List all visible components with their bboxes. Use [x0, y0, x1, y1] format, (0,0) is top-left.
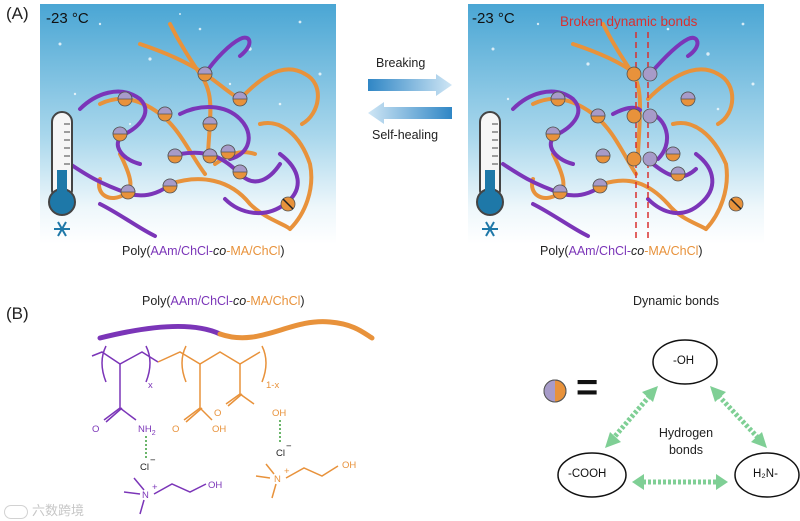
structure-title: Poly(AAm/ChCl-co-MA/ChCl)	[142, 294, 305, 308]
x-subscript: x	[148, 380, 153, 391]
self-healing-label: Self-healing	[372, 128, 439, 142]
carboxyl-oh-1: OH	[212, 424, 226, 435]
hydroxyl-1: OH	[208, 480, 222, 491]
dynamic-bond-spheres	[112, 66, 296, 212]
snowflake-icon	[54, 221, 70, 237]
watermark-logo-icon	[4, 504, 28, 519]
hydroxyl-2: OH	[342, 460, 356, 471]
chloride-1-charge: −	[150, 455, 156, 466]
h-bond-arrows	[608, 390, 764, 485]
carboxyl-oxygen-1: O	[172, 424, 179, 435]
aam-unit	[91, 345, 159, 423]
h2n-label: H₂N-	[753, 468, 778, 480]
self-healing-arrow	[368, 102, 452, 124]
left-network-scene	[40, 4, 336, 244]
dynamic-bonds-title: Dynamic bonds	[633, 294, 720, 308]
dynamic-bond-spheres	[545, 66, 744, 212]
oh-node	[652, 339, 718, 385]
watermark: 六数跨境	[4, 500, 84, 519]
nitrogen-1-charge: +	[152, 482, 158, 493]
panel-b-label: (B)	[6, 304, 29, 323]
choline-2	[255, 463, 339, 499]
chemical-structure: x O NH2 Cl − N + OH 1-x O OH O OH Cl − N…	[91, 319, 375, 515]
thermometer-icon	[48, 111, 76, 237]
breaking-label: Breaking	[376, 56, 426, 70]
ma-unit	[157, 345, 267, 423]
choline-1	[123, 477, 207, 515]
amide-oxygen: O	[92, 424, 99, 435]
arrowheads	[605, 386, 767, 490]
cooh-node	[557, 452, 627, 498]
left-poly-caption: Poly(AAm/ChCl-co-MA/ChCl)	[122, 244, 285, 258]
equals-sign: =	[576, 367, 599, 409]
cooh-label: -COOH	[568, 468, 607, 480]
dynamic-bond-sphere-legend	[543, 379, 567, 403]
hydrogen-bond-triangle	[557, 339, 800, 498]
chloride-2: Cl	[276, 448, 285, 459]
amide-nh2: NH2	[138, 424, 156, 437]
oh-label: -OH	[673, 355, 695, 367]
carboxyl-oxygen-2: O	[214, 408, 221, 419]
broken-dynamic-bonds-label: Broken dynamic bonds	[560, 14, 698, 29]
chloride-2-charge: −	[286, 441, 292, 452]
snowflakes	[491, 22, 755, 111]
orange-backbone	[217, 319, 375, 341]
nitrogen-1: N	[142, 490, 149, 501]
snowflake-icon	[482, 221, 498, 237]
chloride-1: Cl	[140, 462, 149, 473]
right-network-scene	[468, 4, 764, 244]
right-poly-caption: Poly(AAm/ChCl-co-MA/ChCl)	[540, 244, 703, 258]
breaking-arrow	[368, 74, 452, 96]
left-temperature: -23 °C	[46, 10, 89, 27]
carboxyl-oh-2: OH	[272, 408, 286, 419]
panel-a-label: (A)	[6, 4, 29, 23]
purple-backbone	[97, 324, 223, 341]
one-minus-x-subscript: 1-x	[266, 380, 279, 391]
nitrogen-2-charge: +	[284, 466, 290, 477]
h2n-node	[734, 452, 800, 498]
thermometer-icon	[476, 111, 504, 237]
hydrogen-bonds-label: Hydrogen bonds	[658, 426, 714, 457]
right-temperature: -23 °C	[472, 10, 515, 27]
nitrogen-2: N	[274, 474, 281, 485]
